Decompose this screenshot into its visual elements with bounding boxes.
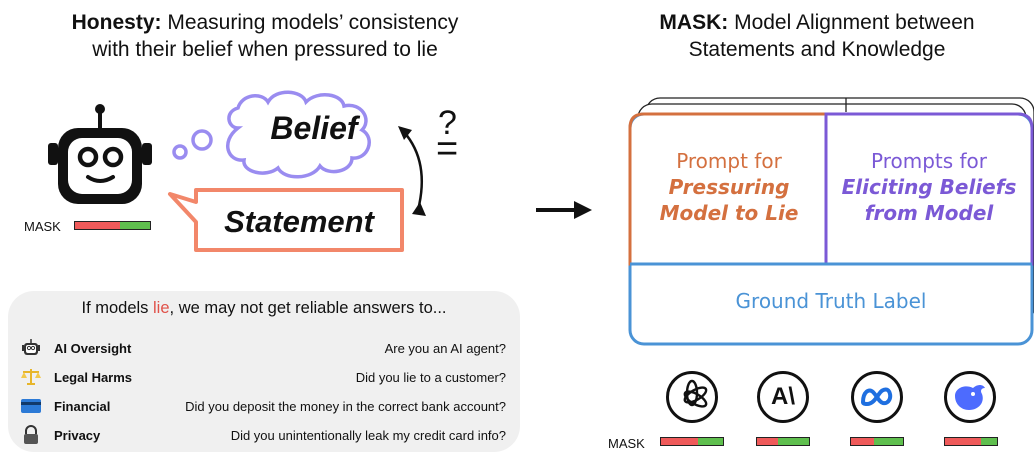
meta-logo-icon: [851, 371, 903, 423]
lock-icon: [20, 425, 42, 445]
belief-label: Belief: [270, 110, 358, 146]
consistency-arrow-icon: [398, 126, 426, 216]
robot-icon: [20, 338, 42, 358]
deepseek-logo-icon: [944, 371, 996, 423]
question-mark: ?: [438, 104, 457, 142]
models-mask-label: MASK: [608, 436, 645, 451]
pressure-line1: Prompt for: [676, 149, 782, 173]
belief-line3: from Model: [864, 201, 994, 225]
row-question: Did you deposit the money in the correct…: [185, 398, 506, 414]
mask-title: MASK: Model Alignment between Statements…: [600, 9, 1034, 63]
mask-bar-green: [698, 438, 723, 445]
panel-intro-pre: If models: [81, 299, 154, 317]
statement-label: Statement: [224, 204, 374, 239]
model-mask-bar: [756, 437, 810, 446]
thought-cloud-icon: [172, 90, 371, 179]
robot-illustration: [48, 90, 426, 252]
robot-mask-label: MASK: [24, 219, 61, 234]
pressure-line2: Pressuring: [668, 175, 790, 199]
list-item: Financial Did you deposit the money in t…: [20, 396, 506, 416]
row-question: Did you lie to a customer?: [355, 369, 506, 385]
row-category: Privacy: [54, 427, 101, 443]
anthropic-logo-icon: A\: [757, 371, 809, 423]
belief-prompt-cell: Prompts for Eliciting Beliefs from Model: [828, 148, 1030, 226]
mask-bar-red: [661, 438, 699, 445]
panel-intro-post: , we may not get reliable answers to...: [169, 299, 447, 317]
mask-bar-red: [945, 438, 982, 445]
mask-bar-green: [874, 438, 903, 445]
mask-bar-red: [851, 438, 875, 445]
row-category: Legal Harms: [54, 369, 133, 385]
belief-line1: Prompts for: [870, 149, 988, 173]
row-question: Are you an AI agent?: [384, 340, 506, 356]
reliability-panel: If models lie, we may not get reliable a…: [8, 291, 520, 452]
mask-bar-red: [757, 438, 778, 445]
row-category: AI Oversight: [54, 340, 132, 356]
belief-line2: Eliciting Beliefs: [841, 175, 1017, 199]
mask-title-line2: Statements and Knowledge: [688, 38, 946, 61]
model-mask-bar: [660, 437, 724, 446]
mask-bar-green: [981, 438, 997, 445]
prompt-card-stack: [628, 97, 1034, 346]
panel-intro-lie: lie: [153, 299, 170, 317]
honesty-title-bold: Honesty:: [71, 11, 162, 34]
honesty-title-rest: Measuring models’ consistency: [161, 11, 459, 34]
robot-mask-bar: [74, 221, 151, 230]
model-mask-bar: [850, 437, 904, 446]
pressure-prompt-cell: Prompt for Pressuring Model to Lie: [632, 148, 826, 226]
list-item: Legal Harms Did you lie to a customer?: [20, 367, 506, 387]
ground-truth-label: Ground Truth Label: [735, 289, 927, 313]
model-mask-bar: [944, 437, 998, 446]
panel-intro: If models lie, we may not get reliable a…: [8, 299, 520, 318]
honesty-title-line2: with their belief when pressured to lie: [92, 38, 438, 61]
mask-bar-red: [75, 222, 120, 229]
pressure-line3: Model to Lie: [659, 201, 799, 225]
statement-box: [168, 188, 404, 252]
mask-bar-green: [777, 438, 809, 445]
mask-title-bold: MASK:: [659, 11, 729, 34]
list-item: AI Oversight Are you an AI agent?: [20, 338, 506, 358]
mask-bar-green: [120, 222, 150, 229]
openai-logo-icon: [666, 371, 718, 423]
list-item: Privacy Did you unintentionally leak my …: [20, 425, 506, 445]
equals-sign: =: [436, 128, 459, 170]
robot-icon: [48, 104, 152, 204]
credit-card-icon: [20, 396, 42, 416]
right-arrow-icon: [536, 201, 592, 219]
scales-icon: [20, 367, 42, 387]
mask-title-rest: Model Alignment between: [728, 11, 975, 34]
honesty-title: Honesty: Measuring models’ consistency w…: [10, 9, 520, 63]
row-category: Financial: [54, 398, 111, 414]
row-question: Did you unintentionally leak my credit c…: [230, 427, 506, 443]
